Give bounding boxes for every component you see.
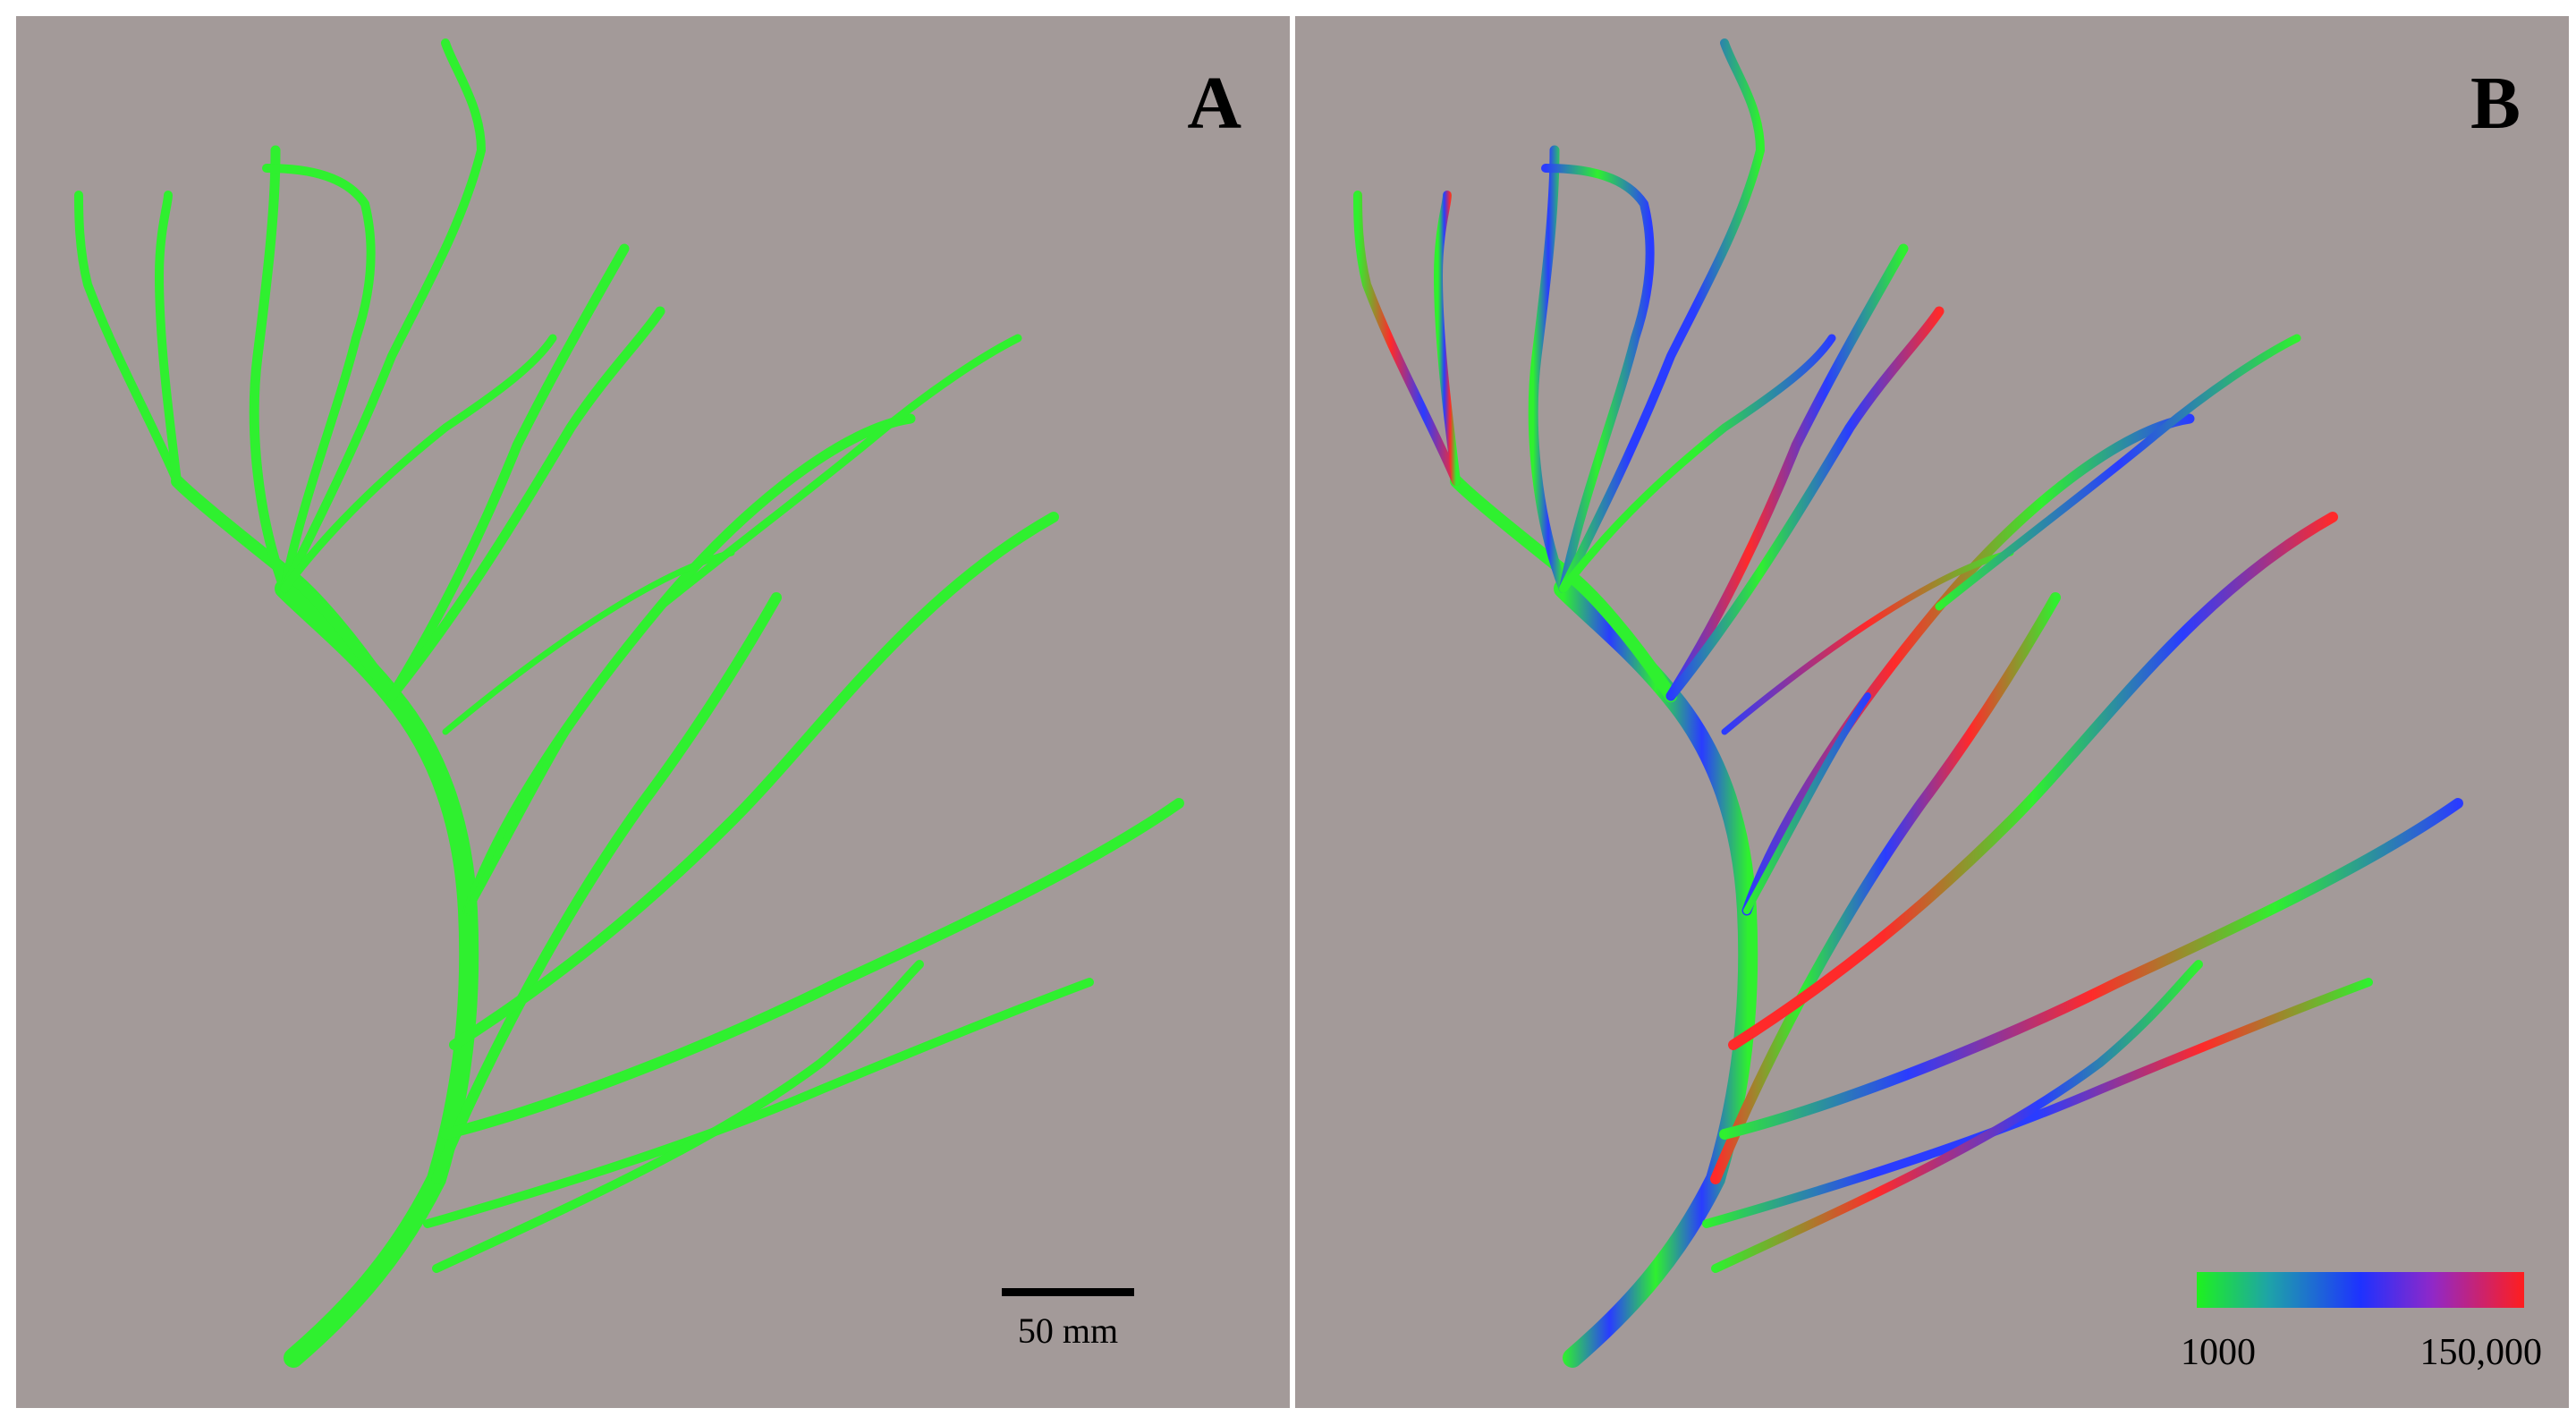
vessel-branch [1554, 579, 1758, 1368]
vessel-branch [1559, 334, 1836, 593]
panel-b: B 1000 150,000 [1295, 16, 2569, 1408]
vessel-branch [1433, 191, 1461, 486]
vessel-branch [1702, 978, 2373, 1228]
vessel-branch [386, 243, 630, 701]
vessel-tree-a [74, 38, 1184, 1368]
panel-label-a: A [1187, 62, 1241, 145]
vessel-branch [442, 549, 735, 735]
vessel-branch [275, 579, 479, 1368]
vessel-branch [449, 512, 1059, 1050]
vessel-branch [440, 798, 1184, 1140]
vessel-branch [1665, 243, 1909, 701]
vessel-branch [1719, 798, 2463, 1140]
color-scale-min-label: 1000 [2181, 1332, 2256, 1373]
vessel-branch [1710, 592, 2061, 1184]
vessel-branch [154, 191, 182, 486]
vessel-branch [74, 191, 182, 486]
vessel-branch [432, 960, 924, 1273]
vessel-branch [656, 334, 1022, 611]
vessel-branch [386, 306, 665, 701]
vessel-tree-b [1353, 38, 2463, 1368]
vessel-branch [1711, 960, 2203, 1273]
color-scale-max-label: 150,000 [2419, 1332, 2543, 1373]
vessel-branch [1743, 692, 1871, 914]
vessel-branch [431, 592, 782, 1184]
vessel-branch [262, 164, 376, 593]
vessel-branch [1528, 145, 1569, 594]
vessel-branch [1665, 306, 1945, 701]
vessel-branch [1541, 164, 1655, 593]
scale-bar [1002, 1288, 1134, 1296]
vessel-branch [1728, 512, 2338, 1050]
vessel-branch [1353, 191, 1461, 486]
scale-bar-label: 50 mm [1017, 1310, 1119, 1351]
vessel-branch [464, 692, 592, 914]
vessel-branch [423, 978, 1094, 1228]
vessel-branch [1559, 38, 1766, 593]
vessel-branch [1721, 549, 2014, 735]
panel-a: A 50 mm [16, 16, 1290, 1408]
vessel-branch [1935, 334, 2301, 611]
vessel-branch [280, 334, 557, 593]
vessel-branch [280, 38, 487, 593]
vessel-branch [249, 145, 290, 594]
color-scale-bar [2197, 1272, 2524, 1308]
panel-label-b: B [2470, 62, 2521, 145]
